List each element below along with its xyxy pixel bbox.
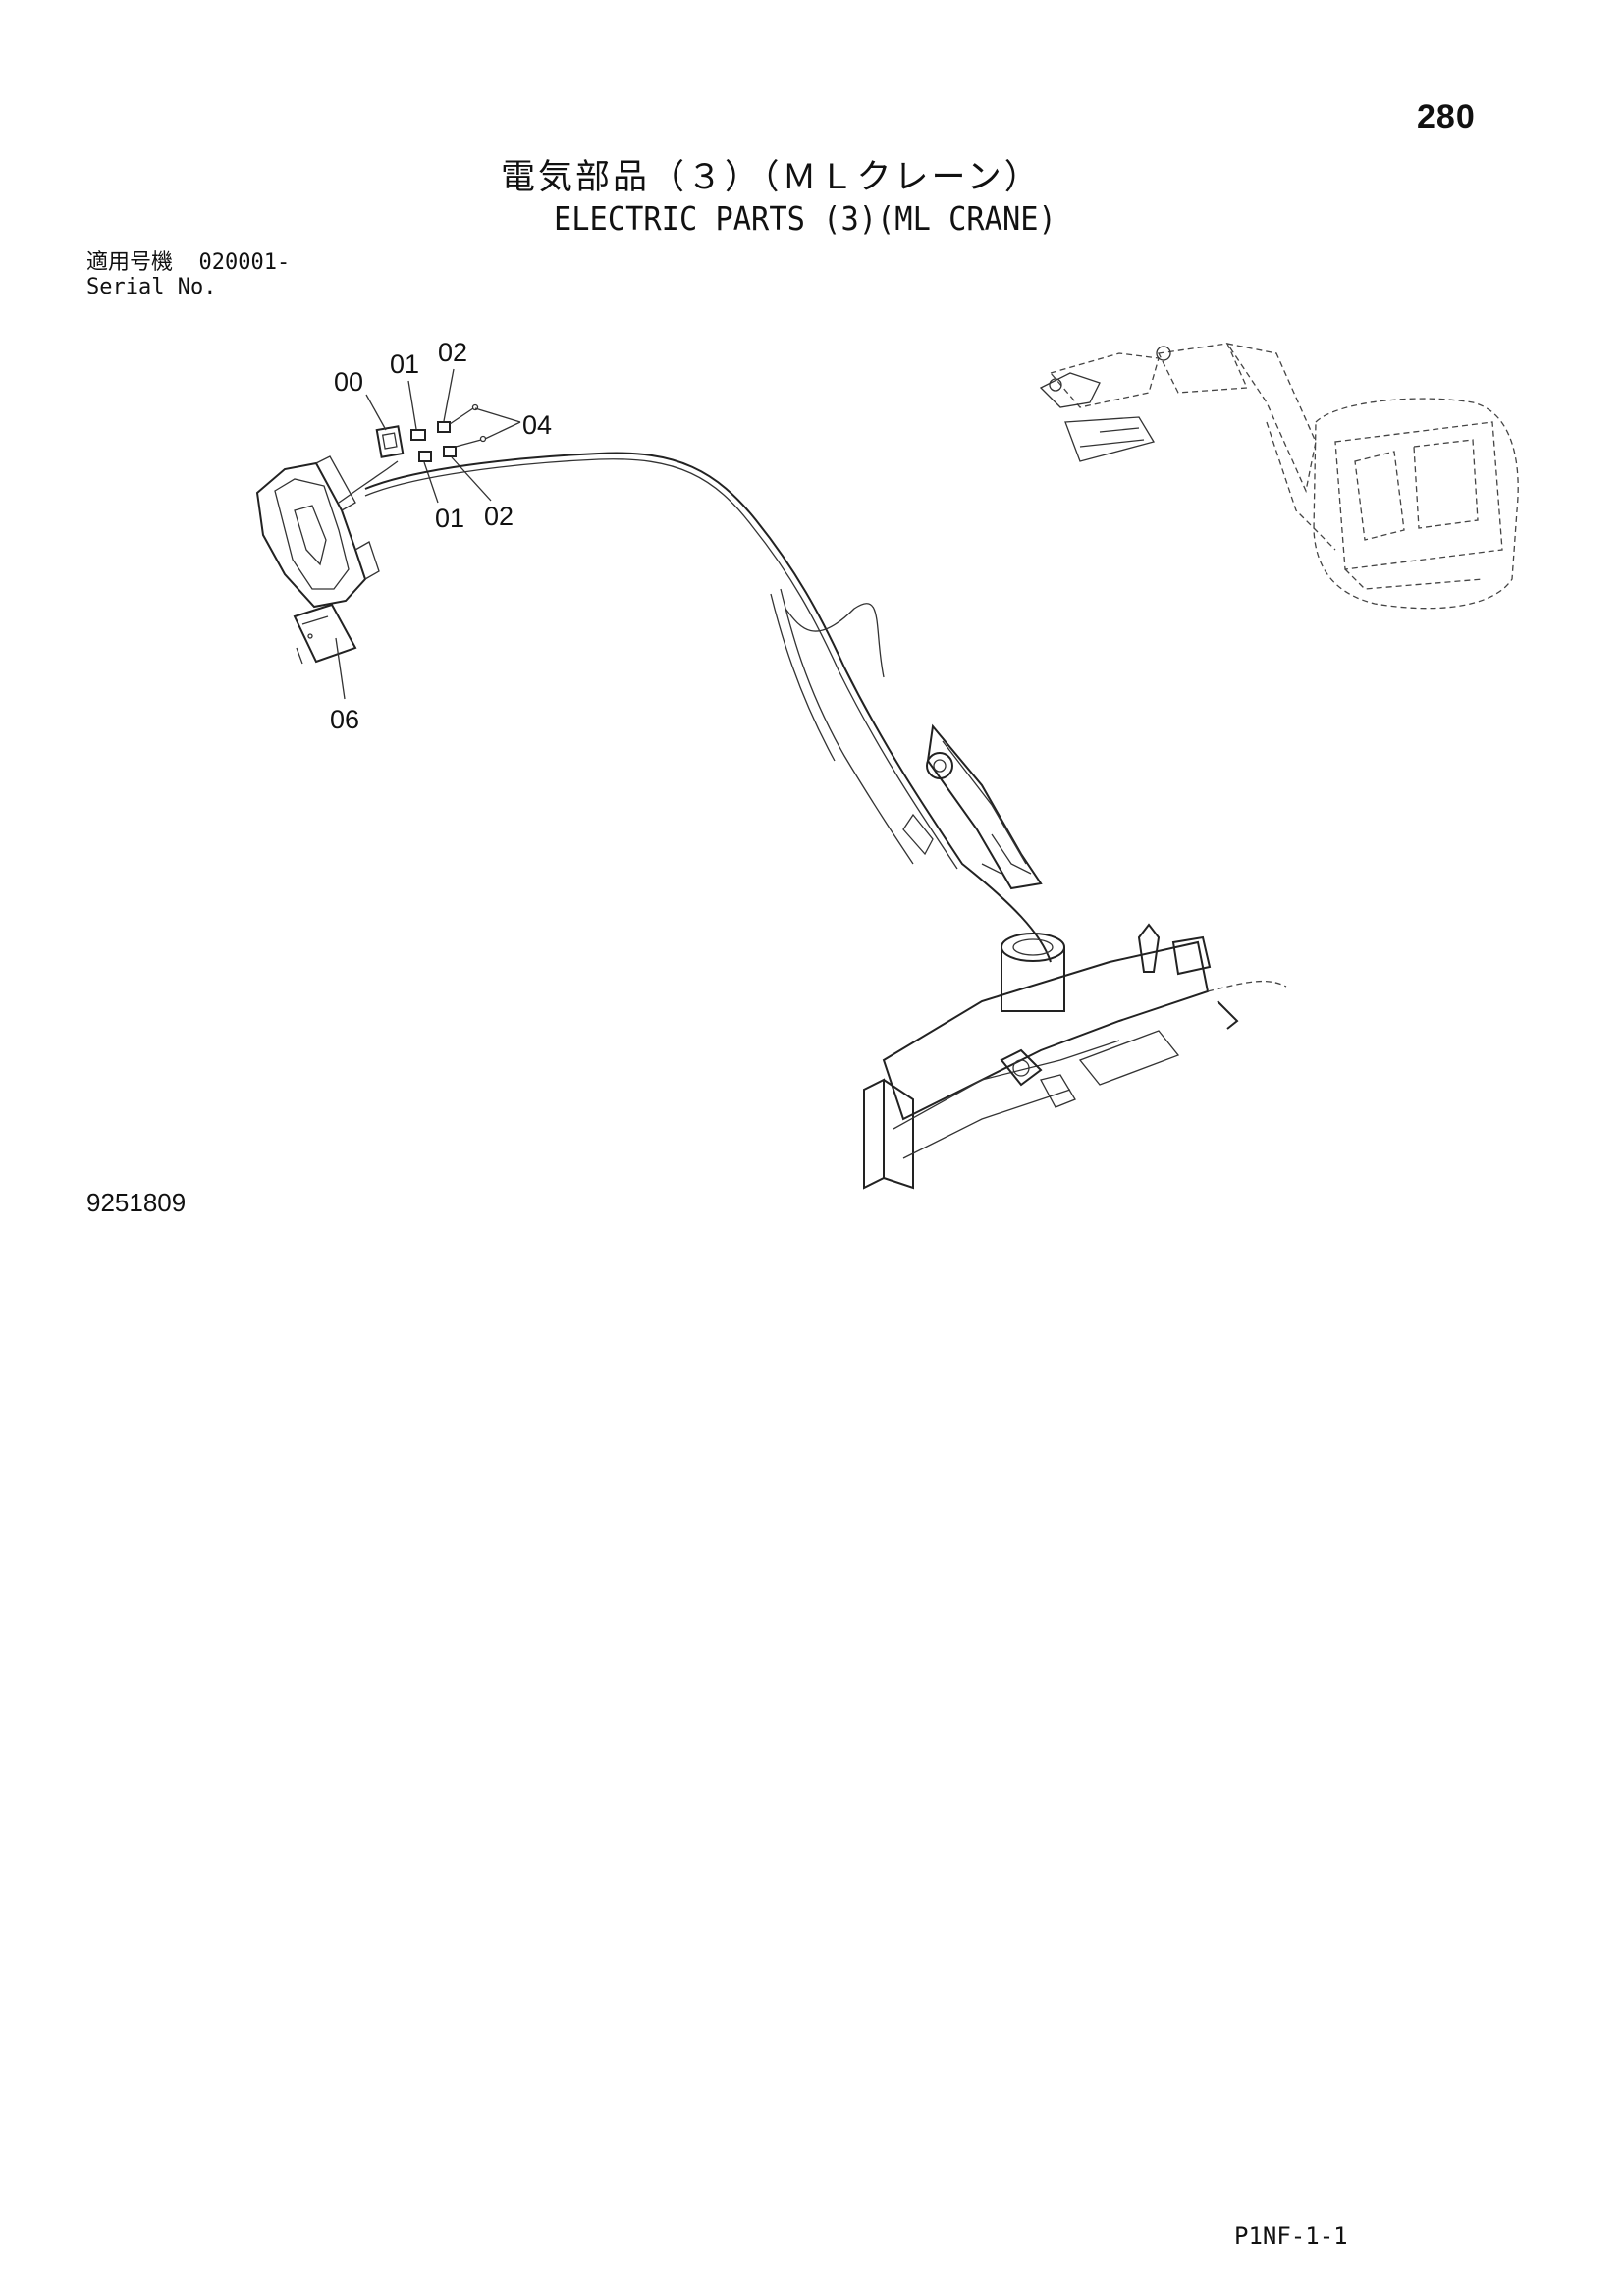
serial-label-en: Serial No. — [86, 275, 217, 299]
callout-06: 06 — [330, 705, 359, 734]
switch-assembly — [338, 403, 487, 504]
callout-01-bottom: 01 — [435, 504, 464, 533]
drawing-number: 9251809 — [86, 1188, 187, 1217]
serial-line-jp: 適用号機 020001- — [86, 250, 290, 275]
serial-label-jp: 適用号機 — [86, 250, 174, 275]
page-title-japanese: 電気部品（３）（ＭＬクレーン） — [501, 158, 1042, 197]
page-number: 280 — [1417, 98, 1476, 135]
plate-part-06 — [293, 603, 357, 665]
callout-02-bottom: 02 — [484, 502, 514, 531]
wiring-harness — [364, 452, 1052, 963]
footer-code: P1NF-1-1 — [1234, 2222, 1348, 2250]
boom-drawing — [902, 723, 1043, 890]
callout-00: 00 — [334, 367, 363, 397]
serial-value: 020001- — [198, 250, 291, 275]
cab-bracket-drawing — [255, 455, 380, 609]
swing-frame-drawing — [863, 923, 1287, 1190]
callout-leader-lines — [335, 368, 521, 700]
parts-diagram: 00 01 02 04 01 02 06 — [255, 338, 1519, 1190]
serial-number-block: 適用号機 020001- Serial No. — [86, 250, 290, 299]
page-title-english: ELECTRIC PARTS (3)(ML CRANE) — [554, 199, 1056, 238]
excavator-overview-drawing — [1039, 343, 1519, 610]
callout-04: 04 — [522, 410, 552, 440]
callout-01-top: 01 — [390, 349, 419, 379]
callout-labels: 00 01 02 04 01 02 06 — [330, 338, 552, 734]
callout-02-top: 02 — [438, 338, 467, 367]
